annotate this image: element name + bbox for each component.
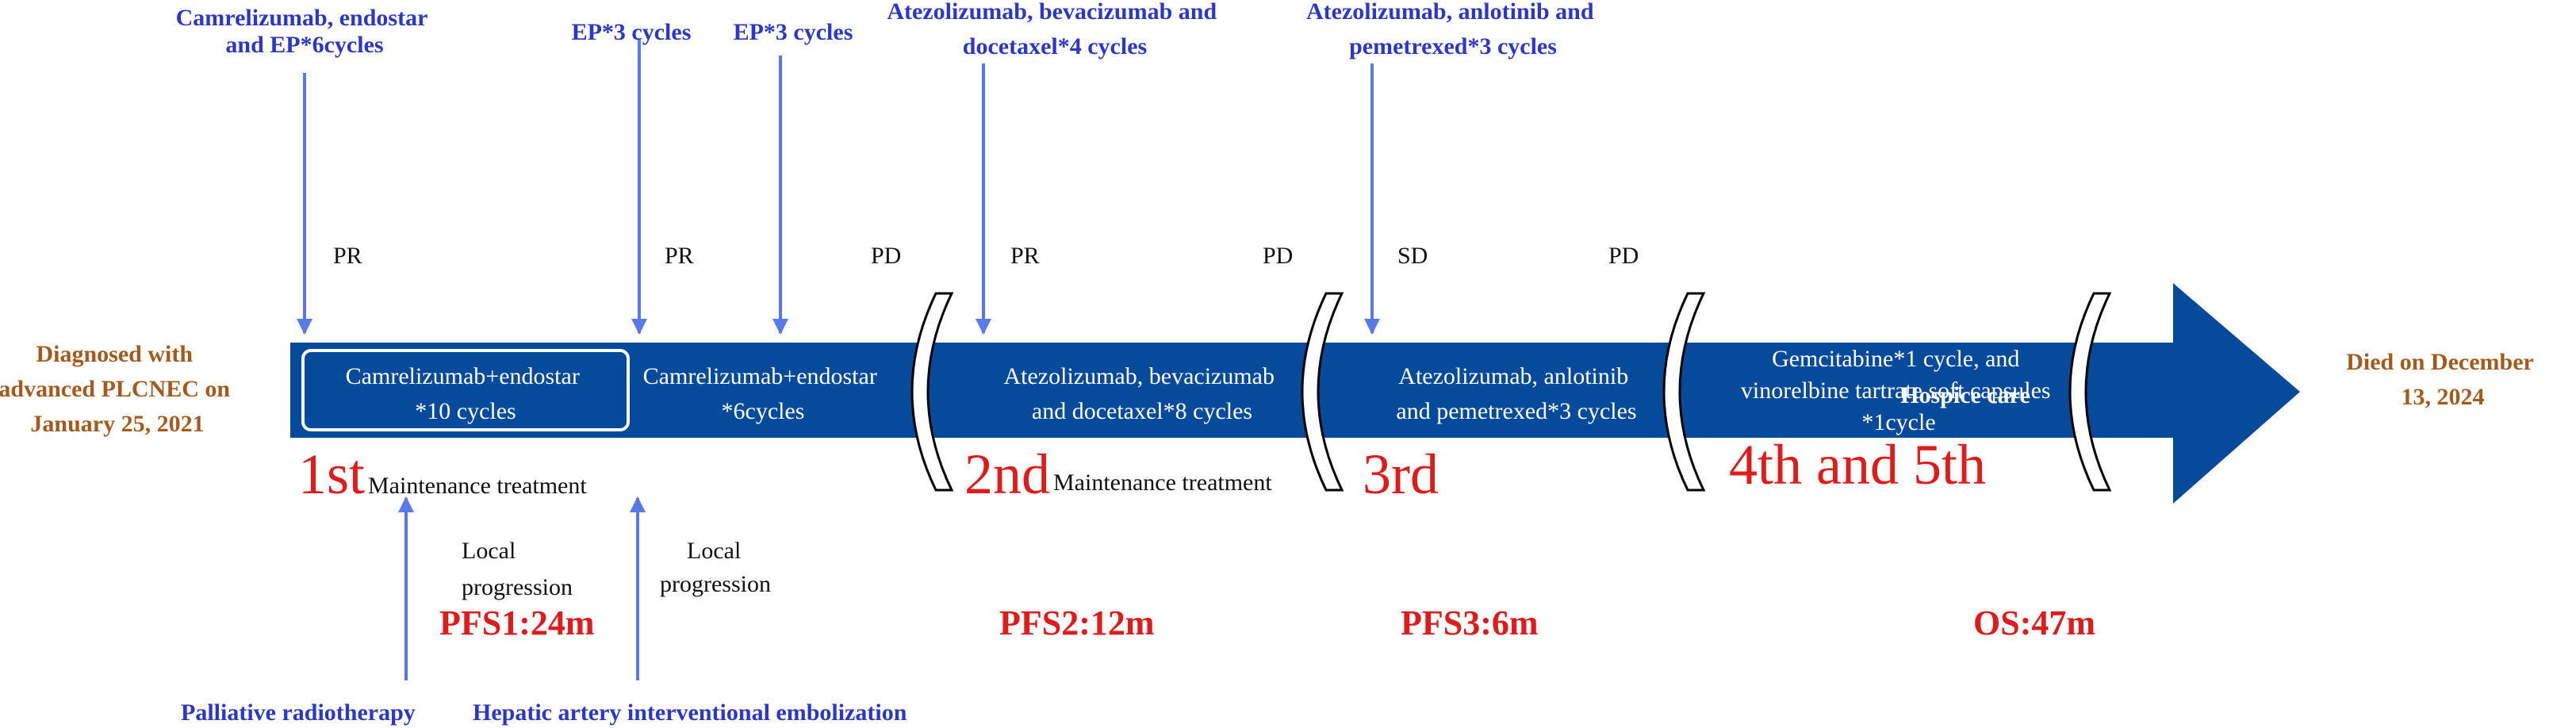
line-label-3rd: 3rd: [1363, 443, 1439, 506]
timeline-arrow-head: [2173, 283, 2300, 504]
segment-hospice-care: Hospice care: [1900, 382, 2030, 408]
line-note-1st: Maintenance treatment: [368, 473, 587, 499]
top-treatment-2: EP*3 cycles: [572, 19, 692, 45]
top-treatment-4: Atezolizumab, bevacizumab and docetaxel*…: [887, 0, 1222, 59]
segment-third-line: Atezolizumab, anlotinib and pemetrexed*3…: [1396, 363, 1636, 424]
line-separator-1: [910, 292, 954, 492]
survival-pfs2: PFS2:12m: [999, 603, 1155, 642]
line-label-1st: 1st: [298, 443, 365, 506]
segment-second-line: Atezolizumab, bevacizumab and docetaxel*…: [1003, 363, 1280, 424]
top-treatment-3: EP*3 cycles: [734, 19, 853, 45]
timeline-bar: [290, 343, 2178, 438]
line-separator-4: [2068, 292, 2112, 492]
progression-note-1: Local progression: [462, 538, 573, 600]
survival-os: OS:47m: [1973, 603, 2095, 642]
response-label: SD: [1397, 243, 1428, 269]
segment-fourth-fifth-line: Gemcitabine*1 cycle, and vinorelbine tar…: [1741, 346, 2057, 435]
diagnosis-event: Diagnosed with advanced PLCNEC on Januar…: [0, 341, 236, 437]
line-label-4th-5th: 4th and 5th: [1729, 433, 1986, 496]
survival-pfs3: PFS3:6m: [1401, 603, 1539, 642]
segment-first-induction: Camrelizumab+endostar *10 cycles: [346, 363, 586, 424]
response-label: PR: [665, 243, 694, 269]
top-treatment-5: Atezolizumab, anlotinib and pemetrexed*3…: [1306, 0, 1600, 59]
line-separator-3: [1662, 292, 1706, 492]
line-separator-2: [1301, 292, 1344, 492]
response-label: PR: [1010, 243, 1040, 269]
line-label-2nd: 2nd: [964, 443, 1050, 506]
survival-pfs1: PFS1:24m: [439, 603, 595, 642]
local-treatment-radiotherapy: Palliative radiotherapy: [181, 699, 416, 726]
top-treatment-1: Camrelizumab, endostar and EP*6cycles: [176, 5, 434, 58]
local-treatment-embolization: Hepatic artery interventional embolizati…: [473, 699, 907, 726]
response-label: PR: [333, 243, 362, 269]
segment-first-maintenance: Camrelizumab+endostar *6cycles: [643, 363, 884, 424]
response-label: PD: [1608, 243, 1639, 269]
progression-note-2: Local progression: [660, 538, 771, 597]
line-note-2nd: Maintenance treatment: [1053, 469, 1272, 496]
first-line-induction-box: [301, 349, 630, 431]
death-event: Died on December 13, 2024: [2346, 349, 2540, 410]
response-label: PD: [1263, 243, 1293, 269]
response-label: PD: [871, 243, 901, 269]
